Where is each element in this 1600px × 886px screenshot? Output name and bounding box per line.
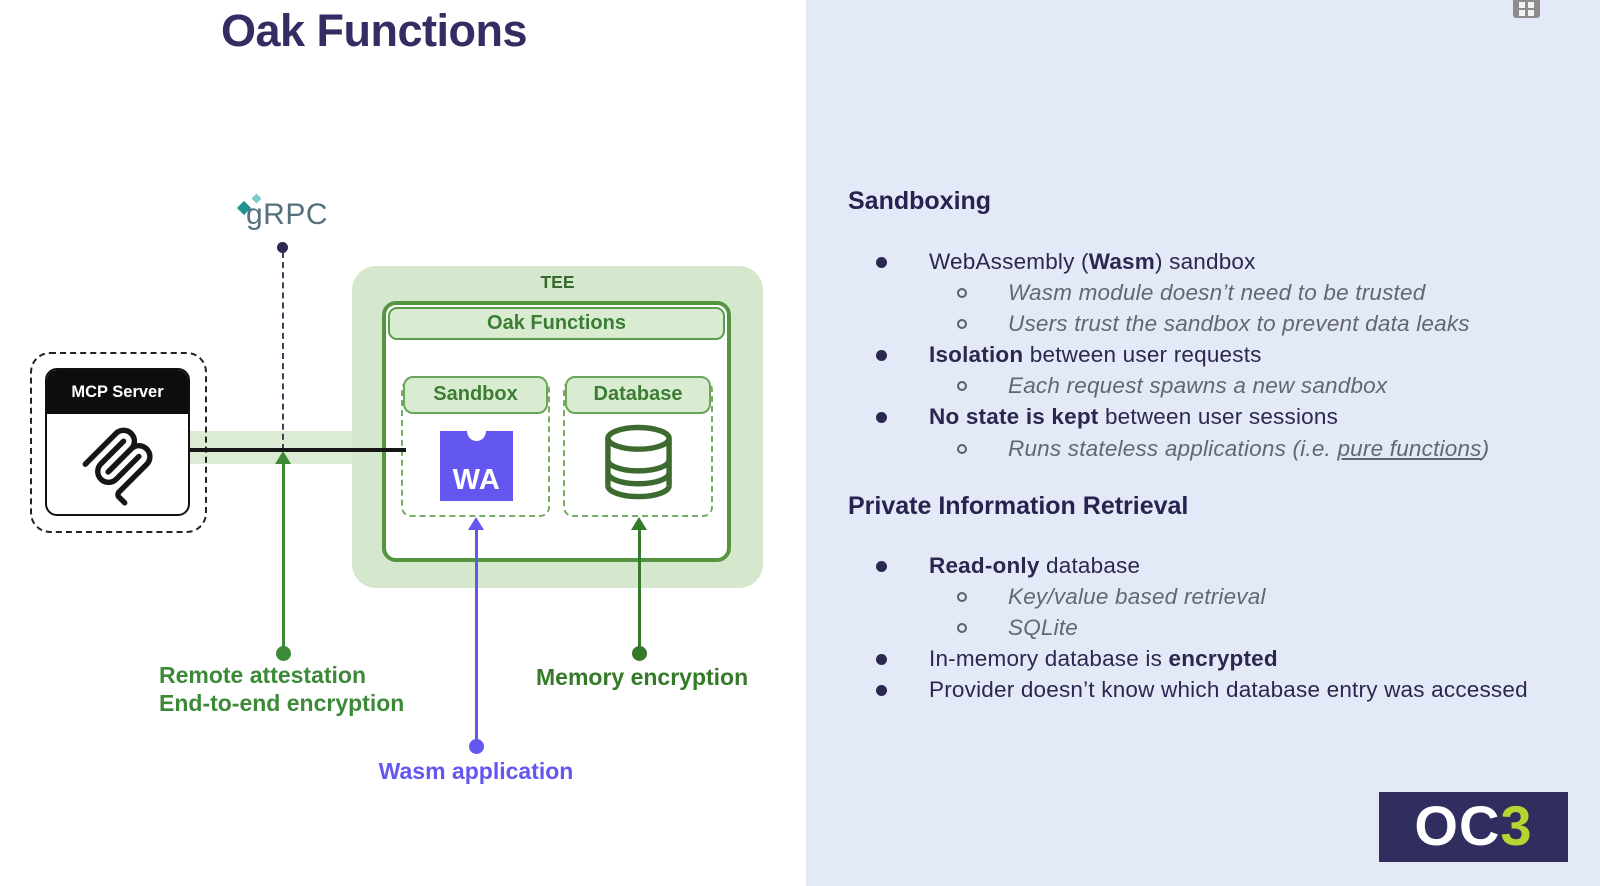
bullet-disc-icon [876,350,887,361]
bullet-circle-icon [957,444,967,454]
grid-icon-dot [1519,2,1525,8]
bullet-item: WebAssembly (Wasm) sandbox [806,249,1586,279]
wasm-application-arrowhead [468,517,484,530]
memory-encryption-arrow [637,529,641,648]
sub-bullet-item: Wasm module doesn’t need to be trusted [806,280,1586,310]
bullet-item: Provider doesn’t know which database ent… [806,677,1586,707]
mcp-server-box: MCP Server [45,368,190,516]
memory-encryption-dot [631,646,647,661]
notes-panel: Sandboxing WebAssembly (Wasm) sandbox Wa… [806,0,1600,886]
bullet-disc-icon [876,412,887,423]
grid-icon[interactable] [1513,0,1540,18]
bullet-disc-icon [876,561,887,572]
grpc-logo: gRPC [236,192,338,236]
sub-bullet-item: Each request spawns a new sandbox [806,373,1586,403]
bullet-item: Read-only database [806,553,1586,583]
tee-label: TEE [540,272,575,292]
database-icon [605,424,672,500]
grpc-dashed-line [282,252,284,450]
sandboxing-heading: Sandboxing [848,187,992,215]
grpc-line-endpoint-dot [277,242,288,253]
sub-bullet-item: Users trust the sandbox to prevent data … [806,311,1586,341]
webassembly-logo-icon: WA [440,431,513,501]
remote-attestation-arrow [281,463,285,648]
bullet-circle-icon [957,319,967,329]
grid-icon-dot [1528,2,1534,8]
webassembly-logo-text: WA [452,464,501,496]
remote-attestation-label: Remote attestation End-to-end encryption [159,661,404,717]
memory-encryption-arrowhead [631,517,647,530]
bullet-item: In-memory database is encrypted [806,646,1586,676]
webassembly-notch [467,431,486,441]
oak-functions-header: Oak Functions [388,307,725,340]
remote-attestation-dot [275,646,291,661]
oc3-logo-oc: OC [1414,794,1501,857]
memory-encryption-label: Memory encryption [536,664,749,690]
grpc-label: gRPC [246,198,329,231]
mcp-logo-icon [82,427,153,506]
bullet-circle-icon [957,381,967,391]
grid-icon-dot [1519,10,1525,16]
diagram-panel: Oak Functions gRPC TEE Oak Functions San… [30,5,763,784]
bullet-circle-icon [957,592,967,602]
bullet-disc-icon [876,654,887,665]
sandbox-label: Sandbox [403,376,548,414]
sub-bullet-item: SQLite [806,615,1586,645]
database-label: Database [565,376,711,414]
mcp-server-dashed-frame [30,352,207,533]
sub-bullet-item: Key/value based retrieval [806,584,1586,614]
mcp-server-label: MCP Server [47,370,188,414]
bullet-circle-icon [957,623,967,633]
grid-icon-dot [1528,10,1534,16]
slide-title: Oak Functions [221,5,528,56]
bullet-disc-icon [876,257,887,268]
mcp-to-sandbox-connector [189,448,406,452]
remote-attestation-arrowhead [275,451,291,464]
sub-bullet-item: Runs stateless applications (i.e. pure f… [806,436,1586,466]
pir-heading: Private Information Retrieval [848,492,1189,520]
oc3-logo: OC3 [1379,792,1568,862]
wasm-application-dot [468,739,484,754]
bullet-item: No state is kept between user sessions [806,404,1586,434]
bullet-disc-icon [876,685,887,696]
connection-highlight-band [190,431,354,464]
oc3-logo-three: 3 [1500,794,1533,857]
bullet-item: Isolation between user requests [806,342,1586,372]
remote-attestation-line1: Remote attestation [159,662,367,688]
remote-attestation-line2: End-to-end encryption [159,690,405,716]
bullet-circle-icon [957,288,967,298]
wasm-application-label: Wasm application [378,758,574,784]
wasm-application-arrow [474,529,478,741]
